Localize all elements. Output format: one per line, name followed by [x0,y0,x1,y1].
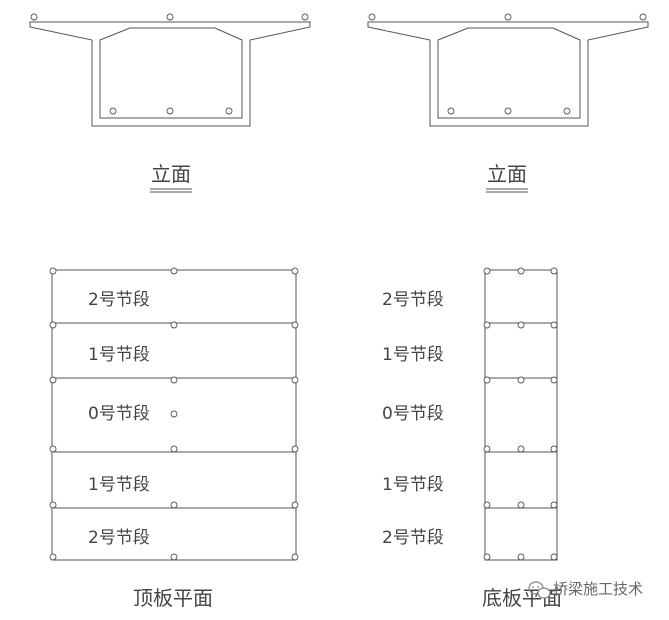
bottom-segment-label: 1号节段 [382,345,444,365]
survey-point [49,445,57,453]
bottom-segment-label: 0号节段 [382,404,444,424]
survey-point [483,445,491,453]
rebar-point [563,107,571,115]
top-plate-plan: 2号节段 1号节段 0号节段 1号节段 2号节段 [49,267,299,561]
survey-point [49,267,57,275]
bottom-segment-label: 2号节段 [382,290,444,310]
rebar-point [166,13,174,21]
box-girder-inner-left [99,27,243,119]
survey-point [517,501,525,509]
survey-point [550,376,558,384]
survey-point [291,376,299,384]
box-girder-inner-right [437,27,581,119]
rebar-point [301,13,309,21]
rebar-point [109,107,117,115]
top-segment-label: 0号节段 [88,404,150,424]
survey-point [170,321,178,329]
survey-point [517,445,525,453]
box-girder-outer-right [367,21,649,127]
rebar-point [639,13,647,21]
rebar-point [166,107,174,115]
survey-point [517,553,525,561]
survey-point [170,267,178,275]
survey-point [291,501,299,509]
top-segment-label: 2号节段 [88,528,150,548]
survey-point [483,553,491,561]
elevation-left-label: 立面 [151,162,191,186]
rebar-point [447,107,455,115]
elevation-right [367,13,649,127]
rebar-point [368,13,376,21]
elevation-left [29,13,311,127]
watermark: 桥梁施工技术 [528,580,643,599]
bottom-plan-points [483,267,558,561]
survey-point [291,445,299,453]
top-segment-label: 1号节段 [88,475,150,495]
survey-point [49,376,57,384]
top-segment-label: 2号节段 [88,290,150,310]
survey-point [550,501,558,509]
survey-point [49,501,57,509]
top-segment-label: 1号节段 [88,345,150,365]
survey-point [483,267,491,275]
survey-point [170,501,178,509]
watermark-text: 桥梁施工技术 [553,580,643,598]
survey-point [550,445,558,453]
survey-point [170,445,178,453]
wechat-logo-icon [528,581,551,599]
rebar-point [30,13,38,21]
bottom-segment-label: 2号节段 [382,528,444,548]
survey-point [517,321,525,329]
survey-point [517,267,525,275]
top-plan-points [49,267,299,561]
survey-point [291,321,299,329]
survey-point [170,553,178,561]
box-girder-outer-left [29,21,311,127]
survey-point [483,321,491,329]
survey-point [170,410,178,418]
elevation-right-label: 立面 [487,162,527,186]
survey-point [483,376,491,384]
survey-point [49,553,57,561]
survey-point [550,321,558,329]
survey-point [517,376,525,384]
bottom-segment-label: 1号节段 [382,475,444,495]
survey-point [291,553,299,561]
rebar-point [504,107,512,115]
survey-point [483,501,491,509]
bottom-plan-outline [484,269,558,561]
survey-point [550,553,558,561]
survey-point [291,267,299,275]
rebar-point [225,107,233,115]
survey-point [49,321,57,329]
survey-point [170,376,178,384]
survey-point [550,267,558,275]
top-plan-label: 顶板平面 [133,586,213,610]
rebar-point [504,13,512,21]
bottom-plan-label: 底板平面 [482,586,562,610]
bottom-plate-plan: 2号节段 1号节段 0号节段 1号节段 2号节段 [382,267,558,561]
